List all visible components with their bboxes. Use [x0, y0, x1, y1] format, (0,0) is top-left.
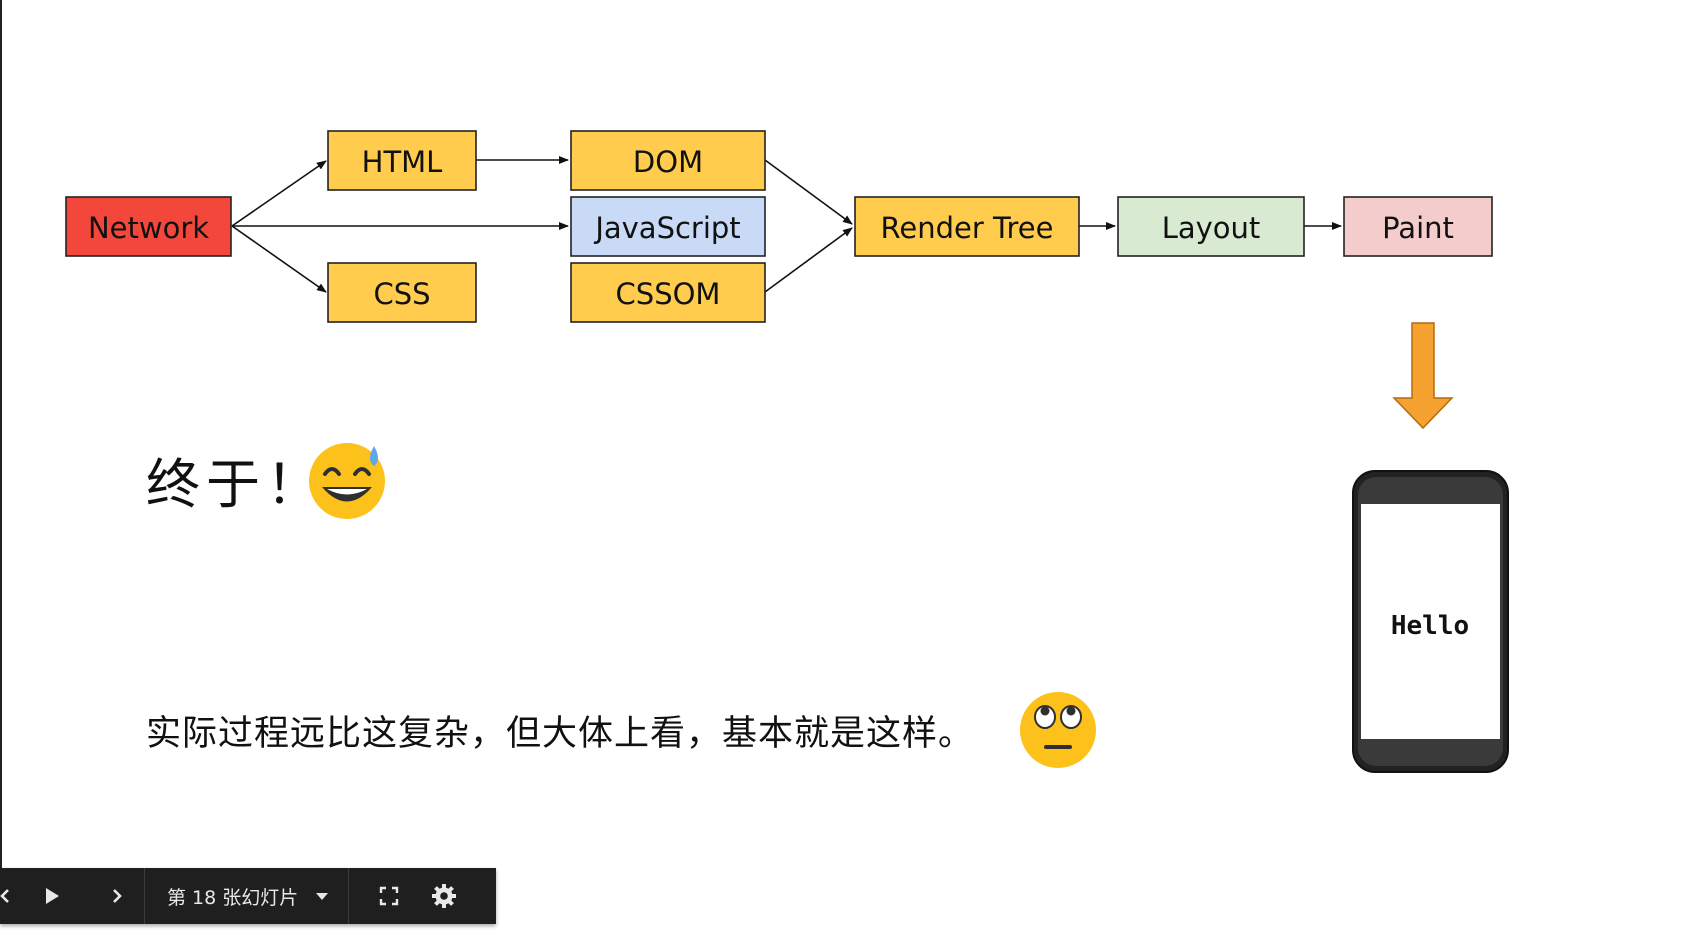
arrow-dom-render-tree	[764, 159, 853, 225]
node-layout-label: Layout	[1162, 211, 1261, 245]
connectors	[231, 156, 1342, 293]
node-render-tree: Render Tree	[854, 196, 1080, 257]
node-network-label: Network	[88, 211, 209, 245]
toolbar-divider-2	[348, 868, 350, 924]
node-javascript-label: JavaScript	[593, 211, 740, 245]
arrow-cssom-render-tree	[764, 227, 853, 293]
fullscreen-icon	[380, 886, 399, 906]
node-cssom-label: CSSOM	[616, 277, 721, 311]
fullscreen-button[interactable]	[349, 868, 429, 924]
exclaim-text: 终于！	[146, 453, 326, 516]
arrow-network-css	[231, 225, 327, 293]
phone-screen	[1361, 504, 1500, 739]
node-dom: DOM	[570, 130, 766, 191]
slide-number-label: 第 18 张幻灯片	[167, 886, 299, 909]
arrow-network-html	[231, 160, 327, 227]
node-paint: Paint	[1343, 196, 1493, 257]
node-dom-label: DOM	[633, 145, 703, 179]
slide-selector[interactable]: 第 18 张幻灯片	[145, 868, 348, 924]
node-html-label: HTML	[362, 145, 443, 179]
node-cssom: CSSOM	[570, 262, 766, 323]
gear-icon	[432, 884, 457, 908]
phone-illustration: Hello	[1352, 470, 1509, 773]
presentation-toolbar: 第 18 张幻灯片	[0, 868, 496, 924]
node-paint-label: Paint	[1382, 211, 1454, 245]
node-css: CSS	[327, 262, 477, 323]
sweat-drop-icon	[370, 446, 378, 466]
slide-left-edge	[0, 0, 2, 870]
toolbar-divider	[144, 868, 145, 924]
down-arrow-icon	[1392, 322, 1454, 430]
prev-icon	[0, 889, 9, 903]
eye-roll-emoji	[1020, 692, 1096, 768]
node-javascript: JavaScript	[570, 196, 766, 257]
phone-screen-text: Hello	[1391, 611, 1469, 641]
grinning-sweat-emoji	[309, 443, 385, 519]
node-network: Network	[65, 196, 232, 257]
play-button[interactable]	[12, 868, 92, 924]
node-render-tree-label: Render Tree	[881, 211, 1054, 245]
settings-button[interactable]	[429, 868, 459, 924]
prev-button[interactable]	[0, 868, 12, 924]
node-css-label: CSS	[373, 277, 430, 311]
emoji-face	[309, 443, 385, 519]
next-icon	[113, 889, 122, 903]
emoji-face-2	[1020, 692, 1096, 768]
next-button[interactable]	[92, 868, 142, 924]
play-icon	[46, 888, 59, 904]
dropdown-icon	[316, 893, 329, 900]
note-text: 实际过程远比这复杂，但大体上看，基本就是这样。	[146, 714, 975, 754]
node-html: HTML	[327, 130, 477, 191]
node-layout: Layout	[1117, 196, 1305, 257]
